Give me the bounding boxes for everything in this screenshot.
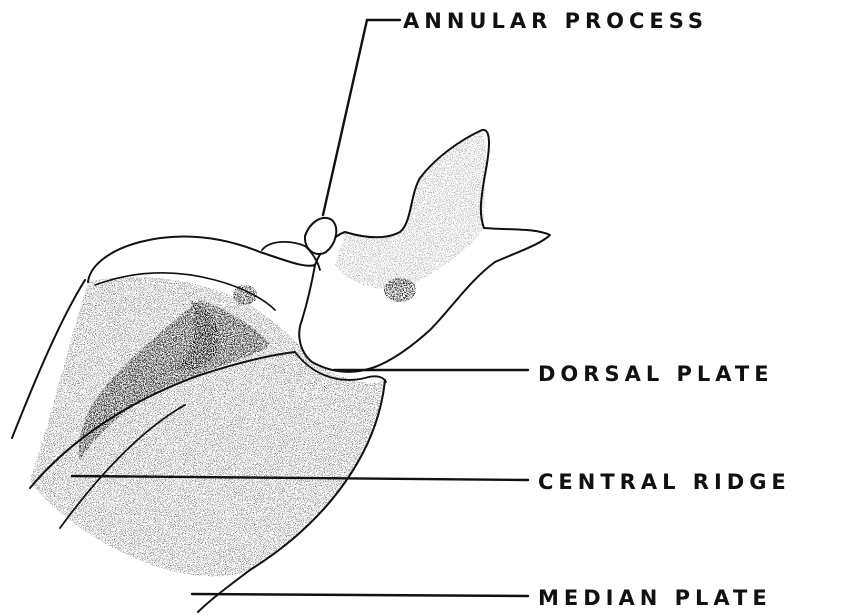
rim-pit	[233, 285, 257, 305]
label-central-ridge: CENTRAL RIDGE	[538, 470, 791, 494]
label-dorsal-plate: DORSAL PLATE	[538, 362, 774, 386]
label-median-plate: MEDIAN PLATE	[538, 586, 772, 610]
dorsal-fossa	[384, 278, 416, 302]
leader-annular-process	[323, 20, 400, 215]
plate-upper-rim	[88, 237, 315, 282]
leader-median-plate	[192, 594, 528, 596]
label-annular-process: ANNULAR PROCESS	[403, 9, 708, 33]
